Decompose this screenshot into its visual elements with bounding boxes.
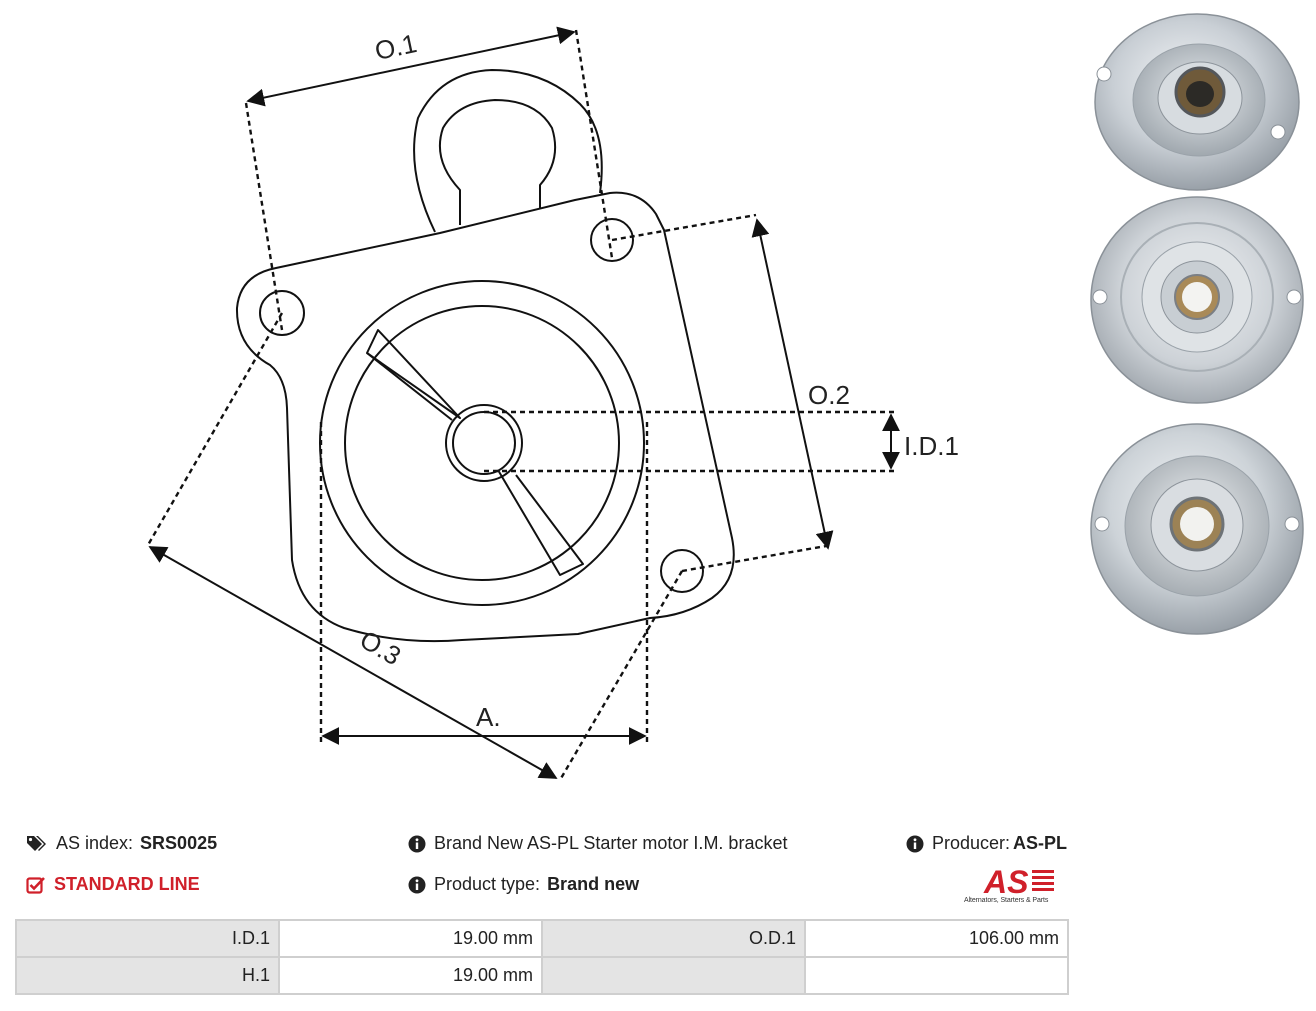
bracket-outline: [235, 191, 735, 643]
bushing-inner: [452, 411, 516, 475]
top-lug-inner: [439, 99, 556, 225]
inner-ring: [344, 305, 620, 581]
technical-drawing: O.1 O.2 I.D.1 O.3 A.: [146, 26, 959, 781]
table-row: I.D.1 19.00 mm O.D.1 106.00 mm: [15, 919, 1069, 958]
label-od3: O.3: [355, 624, 406, 671]
product-type-value: Brand new: [547, 874, 640, 894]
bushing-outer: [445, 404, 523, 482]
as-index: AS index: SRS0025: [26, 833, 217, 854]
top-lug: [413, 69, 603, 233]
info-icon: [408, 835, 426, 852]
producer-value: AS-PL: [1013, 833, 1068, 853]
dim-od2: [751, 218, 834, 550]
spec-key: [541, 956, 806, 995]
label-a: A.: [476, 702, 501, 732]
producer: Producer: AS-PL: [906, 833, 1067, 854]
mount-hole-left: [259, 290, 305, 336]
label-id1: I.D.1: [904, 431, 959, 461]
as-index-label: AS index:: [56, 833, 134, 853]
logo-tagline: Alternators, Starters & Parts: [964, 897, 1049, 904]
spec-key: H.1: [15, 956, 280, 995]
standard-line-badge: STANDARD LINE: [54, 874, 200, 894]
tags-icon: [27, 835, 46, 851]
spec-key: O.D.1: [541, 919, 806, 958]
product-type-label: Product type:: [434, 874, 541, 894]
product-line: STANDARD LINE: [26, 874, 200, 895]
as-index-value: SRS0025: [140, 833, 218, 853]
mount-hole-top: [590, 218, 634, 262]
label-od1: O.1: [372, 28, 419, 66]
spec-key: I.D.1: [15, 919, 280, 958]
section-cut: [366, 329, 461, 419]
description-text: Brand New AS-PL Starter motor I.M. brack…: [434, 833, 788, 853]
as-logo-mark: AS: [983, 864, 1054, 900]
dim-od1: [246, 26, 576, 107]
product-photo-2: [1090, 196, 1304, 404]
outer-ring: [319, 280, 645, 606]
producer-label: Producer:: [932, 833, 1011, 853]
spec-value: 19.00 mm: [278, 919, 543, 958]
table-row: H.1 19.00 mm: [15, 956, 1069, 995]
product-photo-3: [1090, 423, 1304, 635]
checkbox-checked-icon: [26, 876, 45, 894]
label-od2: O.2: [808, 380, 850, 410]
product-photo-1: [1094, 13, 1300, 191]
info-icon: [906, 835, 924, 852]
spec-value: [804, 956, 1069, 995]
product-description: Brand New AS-PL Starter motor I.M. brack…: [408, 833, 787, 854]
info-icon: [408, 876, 426, 893]
as-pl-logo: AS Alternators, Starters & Parts: [962, 864, 1068, 908]
svg-text:AS: AS: [983, 864, 1029, 898]
dim-od3: [148, 546, 558, 779]
specs-table: I.D.1 19.00 mm O.D.1 106.00 mm H.1 19.00…: [15, 919, 1069, 995]
spec-value: 106.00 mm: [804, 919, 1069, 958]
spec-value: 19.00 mm: [278, 956, 543, 995]
product-type: Product type: Brand new: [408, 874, 639, 895]
mount-hole-bottom: [660, 549, 704, 593]
